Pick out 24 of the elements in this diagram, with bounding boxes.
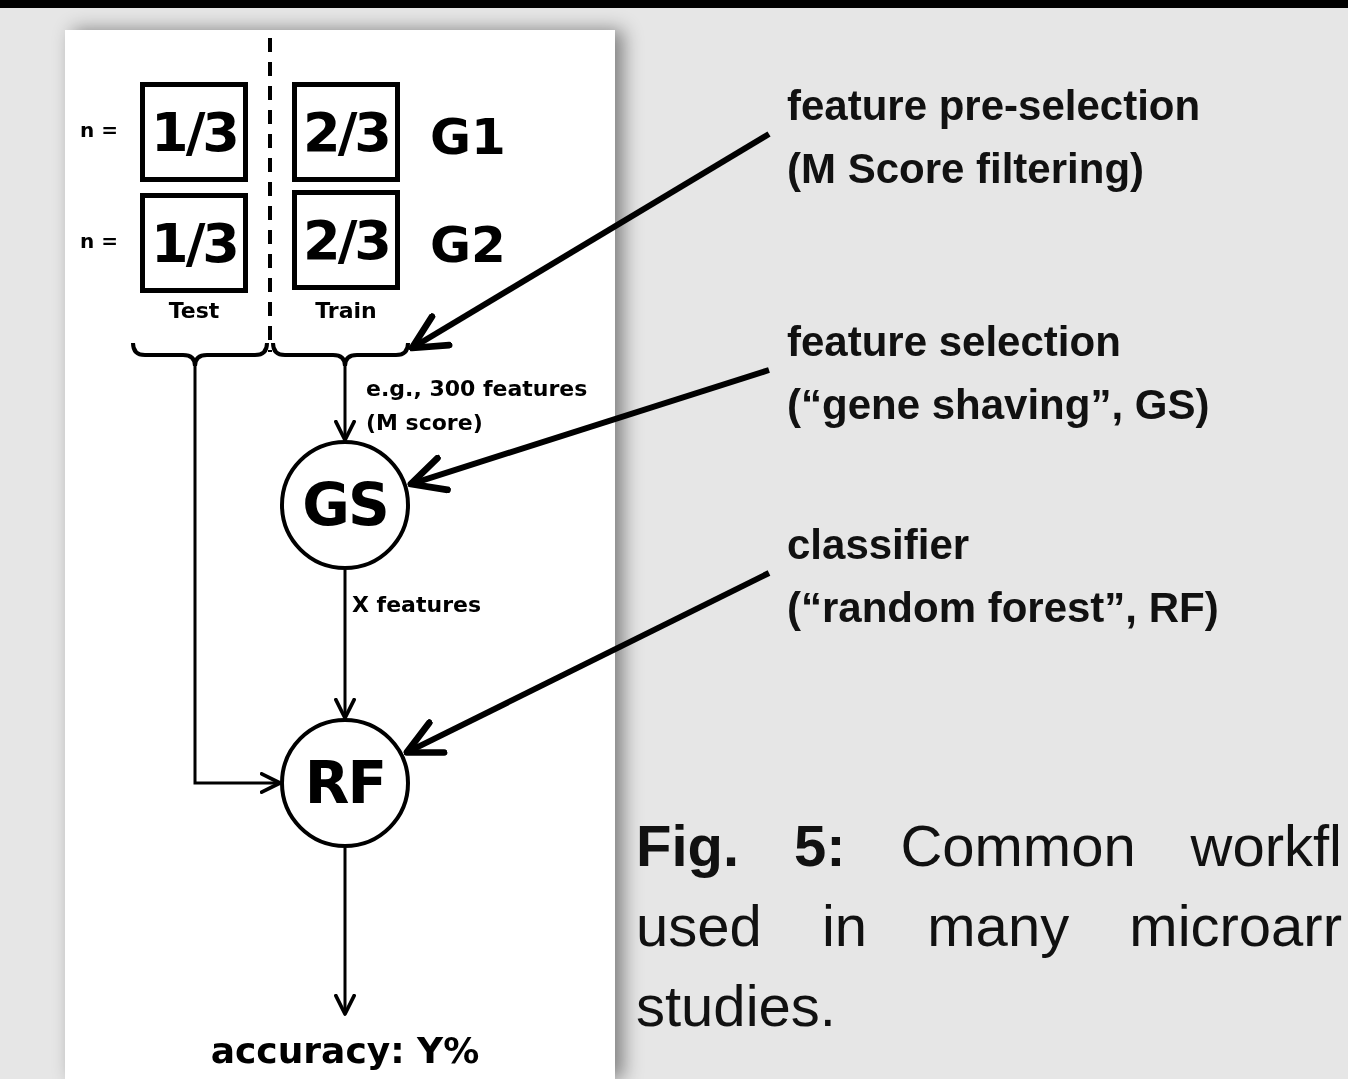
leader-arrow [403,570,771,756]
flow-arrow [334,570,356,720]
sample-size-label: n = [80,229,118,253]
sample-size-label: n = [80,118,118,142]
annotation-text: feature pre-selection (M Score filtering) [787,74,1342,200]
group-label: G2 [430,216,506,274]
annotation-text: feature selection (“gene shaving”, GS) [787,310,1342,436]
flow-arrow [334,848,356,1016]
fraction-box: 1/3 [140,193,248,293]
fraction-box: 1/3 [140,82,248,182]
flow-arrow [193,366,282,794]
column-label: Test [168,298,220,323]
flow-arrow [334,366,356,442]
leader-arrow [408,131,771,352]
annotation-text: classifier (“random forest”, RF) [787,513,1342,639]
fraction-box: 2/3 [292,82,400,182]
edge-label: e.g., 300 features (M score) [366,375,589,437]
leader-arrow [407,367,770,494]
group-label: G1 [430,108,506,166]
column-label: Train [315,298,377,323]
figure-caption: Fig. 5: Common workfl used in many microarr studies. [636,812,1342,1040]
fraction-box: 2/3 [292,190,400,290]
result-text: accuracy: Y% [185,1030,505,1078]
edge-label: X features [352,591,481,619]
